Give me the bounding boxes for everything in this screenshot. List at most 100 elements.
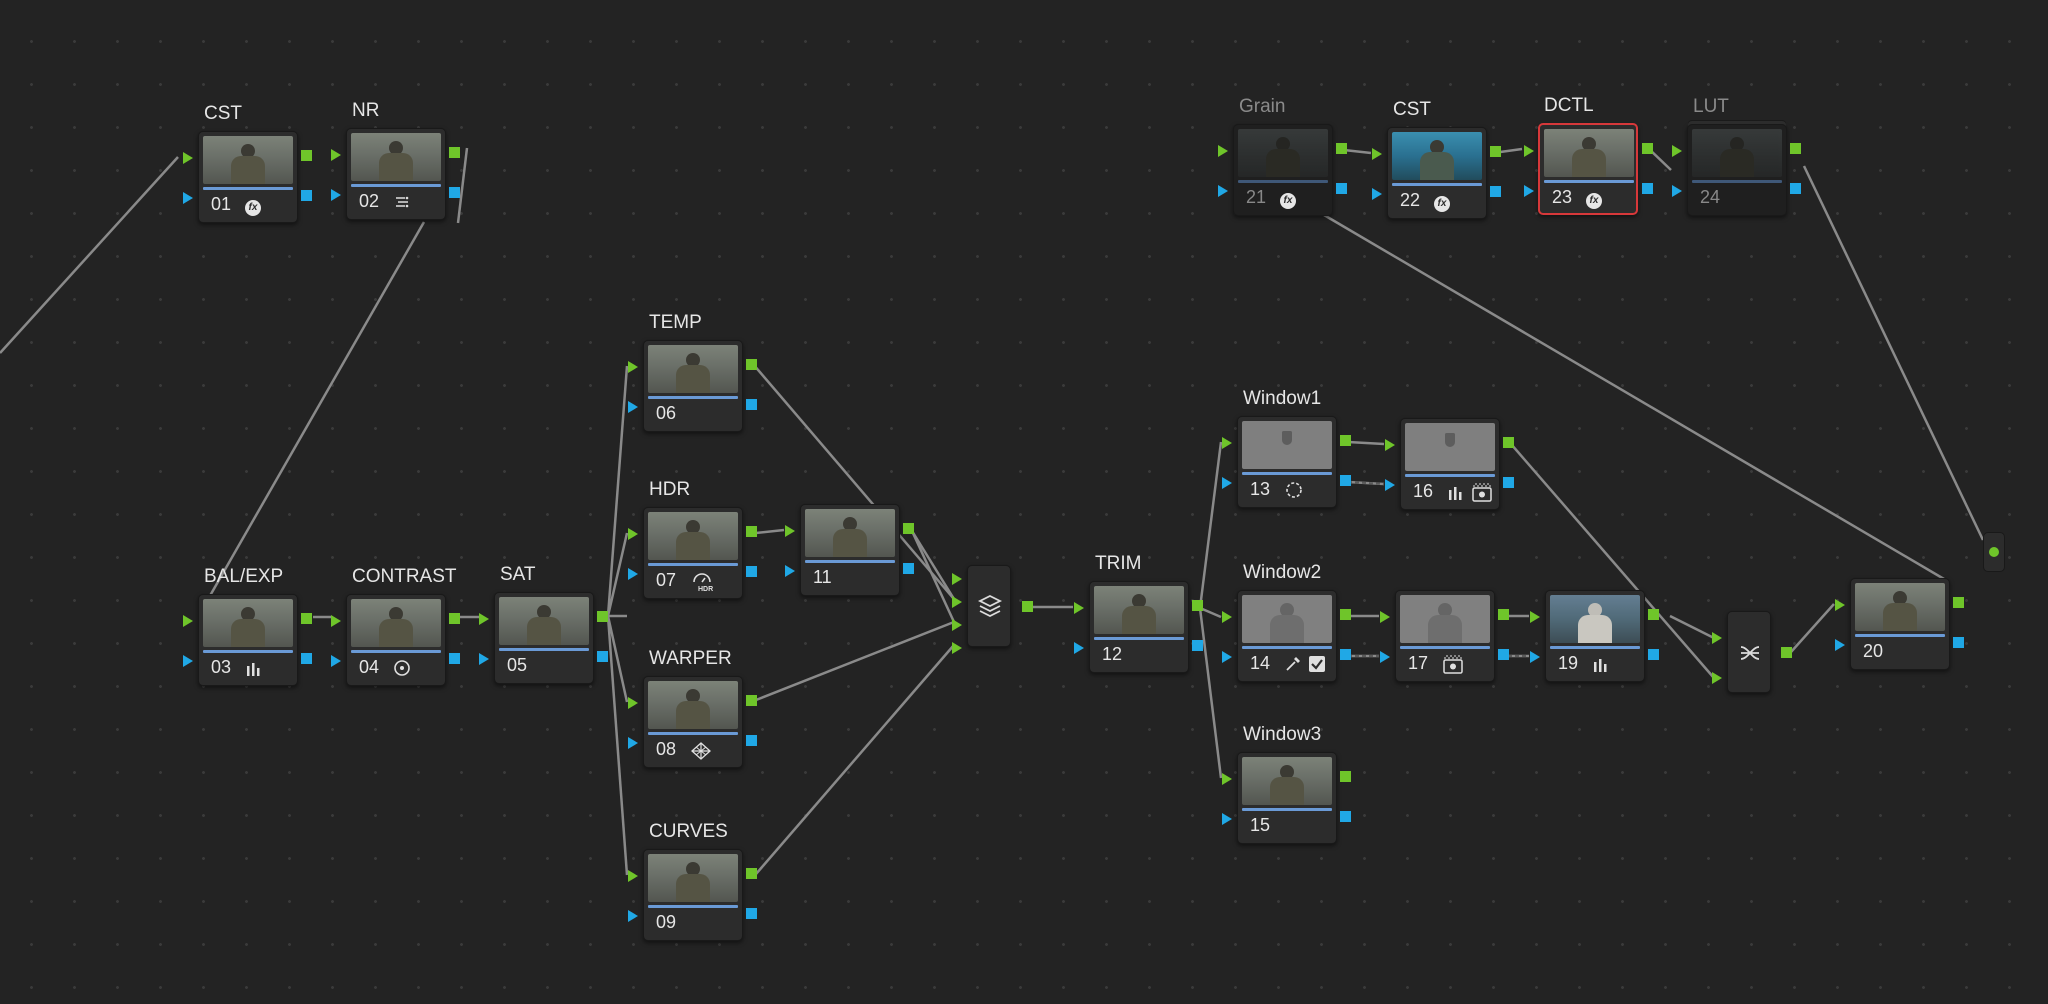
rgb-output-port[interactable] bbox=[1340, 435, 1351, 446]
node-02[interactable]: 02 bbox=[331, 128, 460, 220]
rgb-input-port[interactable] bbox=[628, 361, 638, 373]
key-output-port[interactable] bbox=[1340, 811, 1351, 822]
parallel-mixer-output-port[interactable] bbox=[1781, 647, 1792, 658]
rgb-output-port[interactable] bbox=[746, 695, 757, 706]
rgb-output-port[interactable] bbox=[1790, 143, 1801, 154]
parallel-mixer-input-port[interactable] bbox=[1712, 672, 1722, 684]
rgb-output-port[interactable] bbox=[1642, 143, 1653, 154]
layer-mixer-output-port[interactable] bbox=[1022, 601, 1033, 612]
key-output-port[interactable] bbox=[301, 190, 312, 201]
key-input-port[interactable] bbox=[1222, 651, 1232, 663]
key-output-port[interactable] bbox=[449, 653, 460, 664]
rgb-input-port[interactable] bbox=[1074, 602, 1084, 614]
rgb-output-port[interactable] bbox=[1192, 600, 1203, 611]
rgb-output-port[interactable] bbox=[1648, 609, 1659, 620]
rgb-output-port[interactable] bbox=[597, 611, 608, 622]
rgb-output-port[interactable] bbox=[746, 526, 757, 537]
key-input-port[interactable] bbox=[331, 655, 341, 667]
layer-mixer-input-port[interactable] bbox=[952, 642, 962, 654]
layer-mixer-input-port[interactable] bbox=[952, 573, 962, 585]
key-output-port[interactable] bbox=[746, 735, 757, 746]
rgb-input-port[interactable] bbox=[1835, 599, 1845, 611]
key-input-port[interactable] bbox=[1380, 651, 1390, 663]
rgb-output-port[interactable] bbox=[746, 868, 757, 879]
node-12[interactable]: 12 bbox=[1074, 581, 1203, 673]
node-04[interactable]: 04 bbox=[331, 594, 460, 686]
key-input-port[interactable] bbox=[1222, 813, 1232, 825]
key-input-port[interactable] bbox=[183, 192, 193, 204]
node-17[interactable]: 17 bbox=[1380, 590, 1509, 682]
node-19[interactable]: 19 bbox=[1530, 590, 1659, 682]
rgb-input-port[interactable] bbox=[331, 149, 341, 161]
rgb-input-port[interactable] bbox=[1222, 773, 1232, 785]
rgb-input-port[interactable] bbox=[1222, 437, 1232, 449]
key-output-port[interactable] bbox=[1498, 649, 1509, 660]
layer-mixer-node[interactable] bbox=[967, 565, 1011, 647]
node-24[interactable]: 24 bbox=[1672, 124, 1801, 216]
key-output-port[interactable] bbox=[746, 399, 757, 410]
rgb-input-port[interactable] bbox=[1222, 611, 1232, 623]
key-output-port[interactable] bbox=[1648, 649, 1659, 660]
key-input-port[interactable] bbox=[628, 910, 638, 922]
key-output-port[interactable] bbox=[903, 563, 914, 574]
rgb-output-port[interactable] bbox=[449, 613, 460, 624]
key-input-port[interactable] bbox=[628, 401, 638, 413]
rgb-input-port[interactable] bbox=[628, 697, 638, 709]
key-output-port[interactable] bbox=[301, 653, 312, 664]
node-16[interactable]: 16 bbox=[1385, 418, 1514, 510]
key-input-port[interactable] bbox=[1835, 639, 1845, 651]
key-output-port[interactable] bbox=[1340, 649, 1351, 660]
key-output-port[interactable] bbox=[1192, 640, 1203, 651]
rgb-output-port[interactable] bbox=[1340, 609, 1351, 620]
key-output-port[interactable] bbox=[1642, 183, 1653, 194]
rgb-output-port[interactable] bbox=[301, 150, 312, 161]
rgb-output-port[interactable] bbox=[1953, 597, 1964, 608]
rgb-output-port[interactable] bbox=[903, 523, 914, 534]
key-output-port[interactable] bbox=[1953, 637, 1964, 648]
key-input-port[interactable] bbox=[1222, 477, 1232, 489]
rgb-input-port[interactable] bbox=[479, 613, 489, 625]
rgb-input-port[interactable] bbox=[183, 615, 193, 627]
key-input-port[interactable] bbox=[628, 737, 638, 749]
node-15[interactable]: 15 bbox=[1222, 752, 1351, 844]
rgb-output-port[interactable] bbox=[301, 613, 312, 624]
key-input-port[interactable] bbox=[1530, 651, 1540, 663]
rgb-input-port[interactable] bbox=[1372, 148, 1382, 160]
rgb-output-port[interactable] bbox=[1340, 771, 1351, 782]
key-input-port[interactable] bbox=[785, 565, 795, 577]
key-output-port[interactable] bbox=[746, 908, 757, 919]
rgb-input-port[interactable] bbox=[1218, 145, 1228, 157]
key-input-port[interactable] bbox=[1074, 642, 1084, 654]
node-03[interactable]: 03 bbox=[183, 594, 312, 686]
key-output-port[interactable] bbox=[1336, 183, 1347, 194]
rgb-output-port[interactable] bbox=[746, 359, 757, 370]
node-13[interactable]: 13 bbox=[1222, 416, 1351, 508]
key-input-port[interactable] bbox=[479, 653, 489, 665]
layer-mixer-input-port[interactable] bbox=[952, 619, 962, 631]
rgb-input-port[interactable] bbox=[1530, 611, 1540, 623]
rgb-input-port[interactable] bbox=[1524, 145, 1534, 157]
node-08[interactable]: 08 bbox=[628, 676, 757, 768]
rgb-input-port[interactable] bbox=[1672, 145, 1682, 157]
key-output-port[interactable] bbox=[746, 566, 757, 577]
key-input-port[interactable] bbox=[1524, 185, 1534, 197]
node-06[interactable]: 06 bbox=[628, 340, 757, 432]
key-output-port[interactable] bbox=[597, 651, 608, 662]
parallel-mixer-input-port[interactable] bbox=[1712, 632, 1722, 644]
key-input-port[interactable] bbox=[1385, 479, 1395, 491]
key-input-port[interactable] bbox=[1372, 188, 1382, 200]
rgb-input-port[interactable] bbox=[785, 525, 795, 537]
key-output-port[interactable] bbox=[1790, 183, 1801, 194]
rgb-output-port[interactable] bbox=[1336, 143, 1347, 154]
rgb-output-port[interactable] bbox=[1503, 437, 1514, 448]
rgb-output-port[interactable] bbox=[1498, 609, 1509, 620]
key-output-port[interactable] bbox=[1490, 186, 1501, 197]
key-output-port[interactable] bbox=[449, 187, 460, 198]
node-05[interactable]: 05 bbox=[479, 592, 608, 684]
parallel-mixer-node[interactable] bbox=[1727, 611, 1771, 693]
